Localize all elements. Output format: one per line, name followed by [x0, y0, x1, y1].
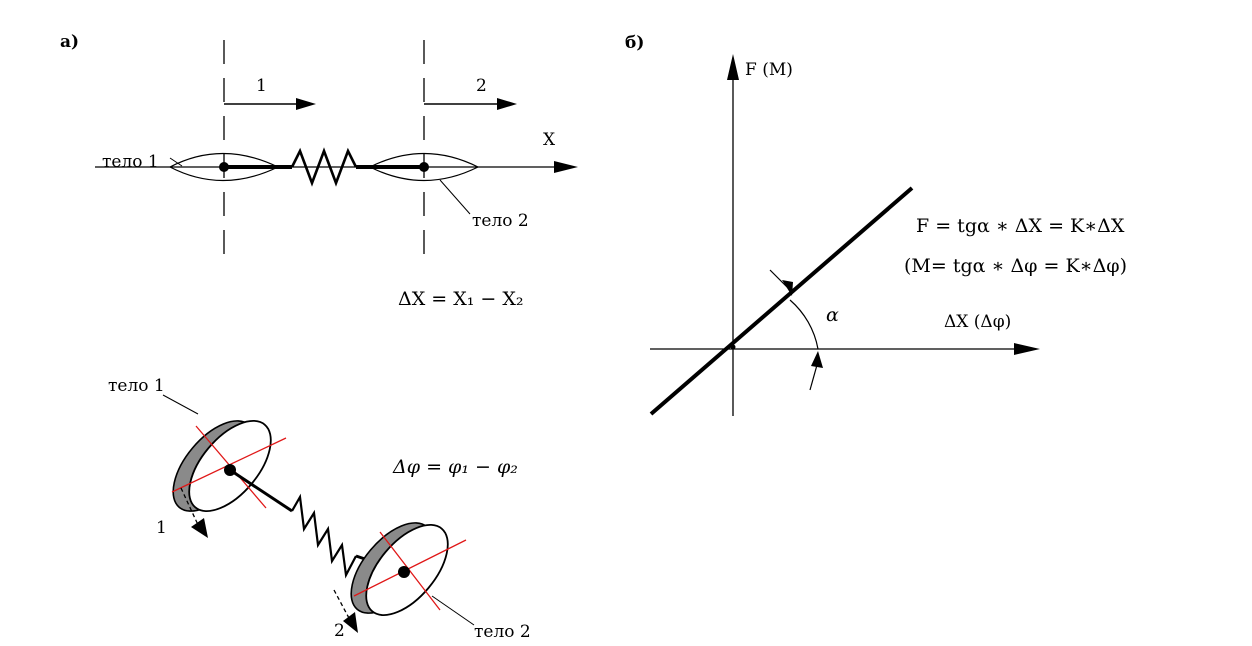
wheel-1: [171, 419, 287, 513]
panel-a-translational: а) 1 2 X тело 1 тело 2 ΔX = X₁ − X₂: [60, 32, 578, 310]
origin-point: [730, 344, 736, 350]
y-axis-label: F (M): [745, 60, 793, 80]
angle-arc: [789, 299, 819, 350]
rotational-formula: Δφ = φ₁ − φ₂: [392, 456, 518, 478]
rotation-arrow-2: [333, 589, 351, 621]
characteristic-line: [649, 186, 914, 416]
panel-a-rotational: тело 1 1 2 тело 2 Δφ = φ₁: [108, 376, 531, 642]
pivot-icon: [219, 162, 229, 172]
body-2-leader: [439, 179, 471, 215]
body-1-label: тело 1: [102, 152, 159, 172]
arrow-1-label: 1: [256, 76, 267, 96]
spring: [290, 147, 358, 187]
arrowhead-icon: [191, 518, 208, 538]
rot-body-1-leader: [162, 394, 199, 415]
panel-b-tag: б): [625, 33, 644, 53]
arrowhead-icon: [554, 161, 578, 173]
pivot-icon: [224, 464, 236, 476]
panel-b-characteristic: б) F (M) ΔX (Δφ) α F = tgα ∗ ΔX = K∗ΔX (…: [625, 33, 1127, 416]
arrowhead-icon: [343, 612, 358, 633]
panel-a-tag: а): [60, 32, 79, 52]
force-formula: F = tgα ∗ ΔX = K∗ΔX: [916, 215, 1125, 237]
angle-label: α: [826, 304, 839, 326]
moment-formula: (M= tgα ∗ Δφ = K∗Δφ): [904, 255, 1127, 277]
x-axis-label: X: [543, 130, 556, 150]
arrowhead-icon: [497, 98, 517, 110]
shaft-1: [229, 468, 293, 513]
body-2-shape: [368, 153, 480, 181]
rot-arrow-1-label: 1: [156, 518, 167, 538]
body-2-label: тело 2: [472, 211, 529, 231]
pivot-icon: [398, 566, 410, 578]
arrowhead-icon: [1014, 343, 1040, 355]
rot-arrow-2-label: 2: [334, 621, 345, 641]
angle-tick-2: [809, 364, 818, 391]
rot-body-2-label: тело 2: [474, 622, 531, 642]
translational-formula: ΔX = X₁ − X₂: [398, 288, 524, 310]
arrowhead-icon: [782, 280, 793, 296]
arrow-2-label: 2: [476, 76, 487, 96]
pivot-icon: [419, 162, 429, 172]
arrowhead-icon: [296, 98, 316, 110]
rot-body-2-leader: [431, 595, 475, 626]
rot-spring: [291, 493, 357, 579]
arrowhead-icon: [727, 54, 739, 80]
body-1-leader: [169, 157, 183, 167]
arrowhead-icon: [811, 351, 823, 368]
b-x-axis-label: ΔX (Δφ): [944, 312, 1011, 332]
rotation-arrow-1: [180, 487, 200, 528]
rot-body-1-label: тело 1: [108, 376, 165, 396]
